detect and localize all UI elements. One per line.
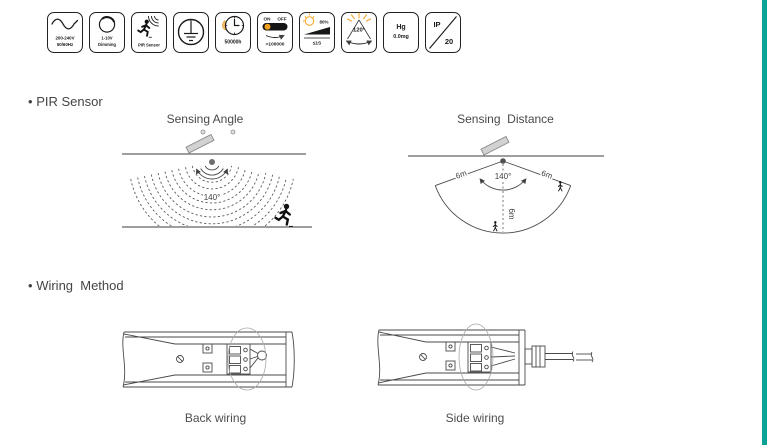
spec-icon-row: 200-240V 50/60Hz 1-10V Dimming PIR Senso	[47, 12, 461, 53]
svg-text:Dimming: Dimming	[98, 42, 116, 47]
svg-text:0.0mg: 0.0mg	[393, 34, 409, 40]
svg-text:120°: 120°	[353, 27, 366, 33]
angle-value-label: 140°	[204, 193, 221, 202]
svg-text:≤1S: ≤1S	[312, 40, 321, 46]
sensing-distance-drawing: 140° 6m 6m 6m	[408, 135, 604, 234]
svg-text:IP: IP	[433, 20, 440, 29]
back-wiring-label: Back wiring	[184, 411, 247, 425]
spec-icon-switch-cycles: ON OFF >100000	[257, 12, 293, 53]
svg-text:80%: 80%	[319, 19, 328, 24]
svg-text:20: 20	[445, 37, 453, 46]
svg-text:50/60Hz: 50/60Hz	[57, 42, 74, 47]
side-wiring-label: Side wiring	[445, 411, 505, 425]
person-icon	[492, 220, 498, 232]
sensing-distance-title: Sensing Distance	[457, 112, 554, 126]
highlight-ellipse	[227, 327, 267, 391]
svg-text:>100000: >100000	[265, 41, 284, 47]
highlight-ellipse	[458, 323, 494, 391]
luminaire-fixture	[185, 133, 215, 154]
svg-text:OFF: OFF	[277, 16, 286, 21]
sector-arc	[434, 185, 572, 234]
side-wiring-drawing	[377, 323, 594, 391]
svg-text:ON: ON	[263, 16, 271, 21]
page-accent-bar	[762, 0, 767, 445]
spec-icon-mercury-free: Hg 0.0mg	[383, 12, 419, 53]
mercury-free-icon: Hg 0.0mg	[393, 24, 409, 40]
wires	[490, 346, 516, 367]
dimming-knob-icon: 1-10V Dimming	[98, 15, 116, 47]
sector-radii	[435, 160, 571, 187]
sensing-distance-diagram: Sensing Distance 140° 6m 6m 6m	[408, 112, 608, 241]
sensing-waves	[130, 165, 294, 226]
angle-value-label: 140°	[495, 172, 512, 181]
wires	[249, 348, 259, 369]
spec-icon-beam-angle: 120°	[341, 12, 377, 53]
pir-sensor-heading: • PIR Sensor	[28, 94, 103, 109]
spec-icon-ip-rating: IP 20	[425, 12, 461, 53]
spec-icon-fast-start: 80% ≤1S	[299, 12, 335, 53]
back-wiring-drawing	[122, 327, 295, 391]
sensing-angle-title: Sensing Angle	[166, 112, 244, 126]
fast-start-icon: 80% ≤1S	[302, 13, 330, 46]
back-wiring-diagram	[113, 318, 318, 406]
cable-gland	[531, 345, 546, 368]
running-person-icon	[274, 202, 295, 228]
svg-text:50000h: 50000h	[224, 39, 241, 45]
side-wiring-diagram	[368, 316, 613, 404]
sensing-angle-drawing: 140°	[122, 129, 312, 228]
spec-icon-earth-ground	[173, 12, 209, 53]
ac-voltage-icon: 200-240V 50/60Hz	[51, 18, 78, 47]
sensing-angle-diagram: Sensing Angle	[110, 112, 320, 235]
sensor-dot	[209, 159, 215, 165]
svg-text:PIR Sensor: PIR Sensor	[138, 42, 160, 47]
spec-icon-lifespan: 50000h	[215, 12, 251, 53]
svg-text:Hg: Hg	[396, 24, 405, 31]
bullet: •	[28, 94, 33, 109]
luminaire-fixture	[480, 135, 510, 156]
pir-sensor-icon: PIR Sensor	[136, 15, 160, 47]
switch-cycles-icon: ON OFF >100000	[262, 16, 288, 47]
bullet: •	[28, 278, 33, 293]
earth-ground-icon	[177, 18, 204, 45]
svg-text:200-240V: 200-240V	[55, 35, 74, 40]
radius-down-label: 6m	[507, 208, 516, 219]
spec-icon-pir-sensor: PIR Sensor	[131, 12, 167, 53]
ip-rating-icon: IP 20	[428, 15, 457, 49]
wiring-method-heading: • Wiring Method	[28, 278, 124, 293]
spec-icon-ac-voltage: 200-240V 50/60Hz	[47, 12, 83, 53]
back-entry-grommet	[257, 350, 267, 361]
lifespan-clock-icon: 50000h	[221, 15, 244, 45]
svg-text:1-10V: 1-10V	[101, 35, 112, 40]
spec-icon-dimming: 1-10V Dimming	[89, 12, 125, 53]
radius-left-label: 6m	[454, 168, 468, 180]
beam-angle-icon: 120°	[345, 12, 373, 46]
